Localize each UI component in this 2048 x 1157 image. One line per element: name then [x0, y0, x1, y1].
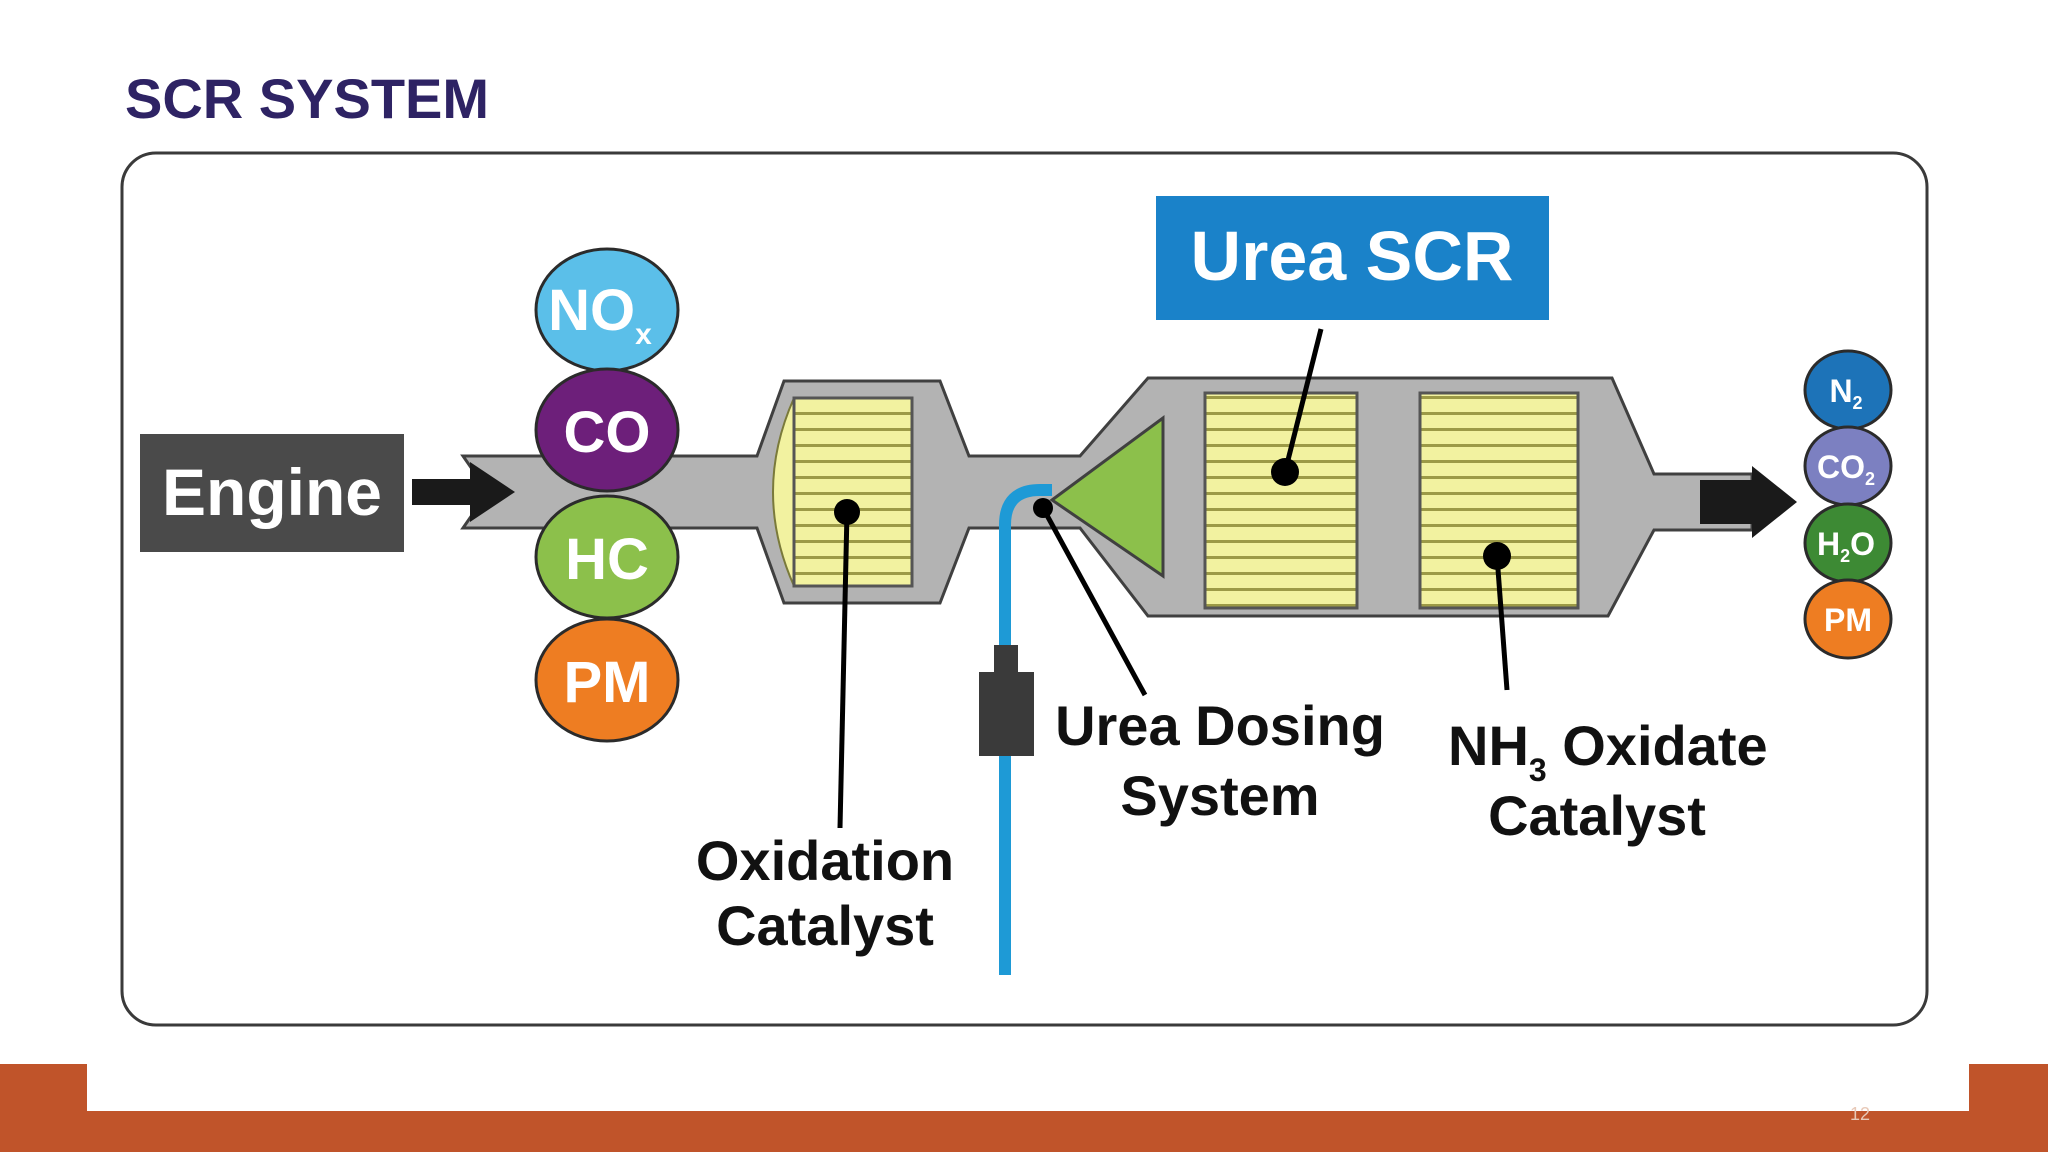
- dosing-leader-dot: [1033, 498, 1053, 518]
- urea-mixer-cone: [1049, 415, 1165, 579]
- engine-box: [140, 434, 404, 552]
- page-number: 12: [1849, 1104, 1871, 1124]
- urea-dosing-line: [999, 484, 1052, 975]
- pm-out-circle: [1803, 578, 1893, 660]
- nh3-leader-line: [1494, 555, 1510, 691]
- oxidation-leader-dot: [834, 499, 860, 525]
- hc-label: HC: [565, 527, 649, 592]
- oxidation-catalyst-label-line1: Oxidation: [696, 829, 954, 892]
- engine-arrow-icon: [412, 462, 515, 522]
- footer-bar: [0, 1111, 2048, 1152]
- urea-scr-leader-dot: [1271, 458, 1299, 486]
- n2-label: N2: [1829, 373, 1862, 413]
- oxidation-catalyst-cap: [772, 397, 795, 587]
- dosing-pump-connector: [994, 645, 1018, 673]
- scr-catalyst: [1203, 391, 1359, 610]
- co-label: CO: [564, 400, 651, 465]
- urea-scr-leader-line: [1282, 328, 1324, 473]
- nh3-oxidate-label-line1: NH3 Oxidate: [1448, 714, 1768, 788]
- pm-label: PM: [564, 650, 651, 715]
- diagram-frame: [120, 151, 1929, 1027]
- nh3-oxidate-label-line2: Catalyst: [1488, 784, 1706, 847]
- co2-label: CO2: [1817, 449, 1875, 489]
- engine-label: Engine: [162, 455, 382, 529]
- h2o-label: H2O: [1817, 526, 1875, 566]
- pm-circle: [534, 617, 680, 743]
- nox-label: NOx: [548, 278, 652, 351]
- footer-accent-right: [1969, 1064, 2048, 1111]
- nh3-leader-dot: [1483, 542, 1511, 570]
- oxidation-leader-line: [837, 511, 850, 829]
- urea-dosing-label-line2: System: [1120, 764, 1319, 827]
- dosing-leader-line: [1040, 506, 1148, 697]
- input-gases: NOx CO HC PM: [534, 247, 680, 743]
- co-circle: [534, 367, 680, 493]
- oxidation-catalyst-label-line2: Catalyst: [716, 894, 934, 957]
- urea-scr-label: Urea SCR: [1191, 217, 1514, 295]
- outlet-arrow-icon: [1700, 466, 1797, 538]
- dosing-pump: [979, 672, 1034, 756]
- oxidation-catalyst: [792, 396, 914, 588]
- urea-dosing-label-line1: Urea Dosing: [1055, 694, 1385, 757]
- urea-scr-box: [1156, 196, 1549, 320]
- output-gases: N2 CO2 H2O PM: [1803, 349, 1893, 660]
- pm-out-label: PM: [1824, 602, 1872, 638]
- slide-title: SCR SYSTEM: [125, 67, 489, 130]
- footer-accent-left: [0, 1064, 87, 1111]
